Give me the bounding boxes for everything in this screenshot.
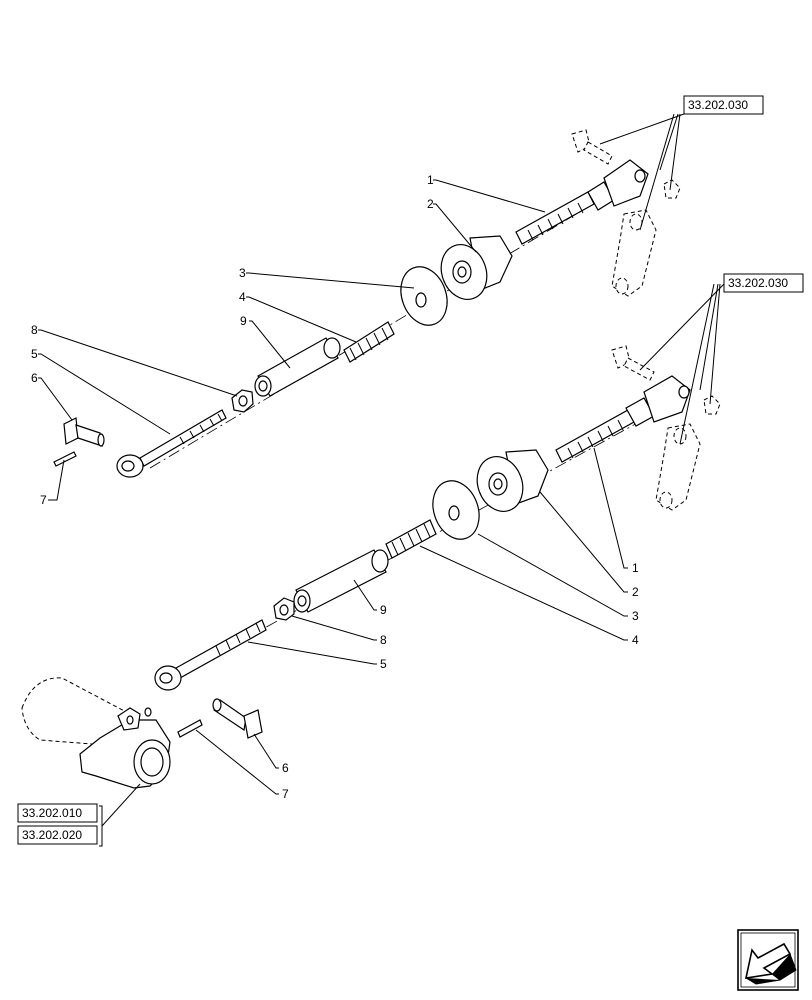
lower-callout-1: 1: [632, 561, 639, 575]
lower-callout-6: 6: [282, 761, 289, 775]
frame-ref-bracket: [99, 805, 103, 847]
lower-callout-7: 7: [282, 787, 289, 801]
lower-threaded-rod: [555, 375, 691, 463]
upper-callout-6: 6: [31, 371, 38, 385]
lower-spring: [385, 519, 437, 559]
lower-ghost-link: [611, 345, 721, 511]
upper-nut: [231, 389, 254, 413]
upper-pin: [63, 417, 105, 447]
upper-callout-7: 7: [40, 493, 47, 507]
upper-ref-label[interactable]: 33.202.030: [688, 98, 748, 112]
upper-spacer-sleeve: [254, 337, 341, 397]
upper-callout-4: 4: [239, 290, 246, 304]
upper-callout-5: 5: [31, 347, 38, 361]
upper-assembly: 1 2 3 4 9 8 5 6 7 33.202.030: [31, 95, 764, 507]
lower-split-pin: [177, 719, 203, 738]
lower-eye-bolt: [154, 619, 267, 691]
upper-spring: [343, 321, 395, 363]
lower-assembly: 1 2 3 4 9 8 5 6 7 33.202.030 33.202.010 …: [17, 273, 804, 847]
upper-callout-3: 3: [239, 266, 246, 280]
lower-ref-box[interactable]: [723, 273, 804, 293]
lower-callout-9: 9: [380, 603, 387, 617]
upper-threaded-rod: [515, 159, 649, 245]
upper-bushing: [440, 235, 513, 300]
upper-ref-box[interactable]: [683, 95, 764, 115]
frame-ref-label-2[interactable]: 33.202.020: [22, 828, 82, 842]
upper-callout-8: 8: [31, 323, 38, 337]
frame-bracket: [21, 677, 171, 789]
upper-washer: [400, 266, 448, 326]
upper-leaders: [38, 113, 685, 501]
lower-callout-4: 4: [632, 633, 639, 647]
upper-callout-1: 1: [427, 173, 434, 187]
lower-washer: [432, 480, 480, 540]
upper-callout-9: 9: [240, 314, 247, 328]
frame-ref-label-1[interactable]: 33.202.010: [22, 806, 82, 820]
frame-ref-box-1[interactable]: [17, 803, 98, 823]
lower-pin: [212, 698, 263, 739]
exploded-view-arrow-icon[interactable]: [737, 929, 799, 991]
lower-callout-2: 2: [632, 585, 639, 599]
upper-split-pin: [53, 451, 77, 467]
upper-axis: [149, 175, 641, 469]
lower-callout-3: 3: [632, 609, 639, 623]
upper-ghost-link: [571, 129, 681, 297]
lower-ref-label[interactable]: 33.202.030: [728, 276, 788, 290]
lower-bushing: [476, 449, 549, 512]
upper-callout-2: 2: [427, 197, 434, 211]
lower-leaders: [101, 283, 725, 827]
lower-callout-5: 5: [380, 657, 387, 671]
lower-callout-8: 8: [380, 633, 387, 647]
frame-ref-box-2[interactable]: [17, 825, 98, 845]
lower-spacer-sleeve: [293, 549, 389, 613]
lower-nut: [273, 597, 295, 621]
upper-eye-bolt: [116, 409, 227, 478]
